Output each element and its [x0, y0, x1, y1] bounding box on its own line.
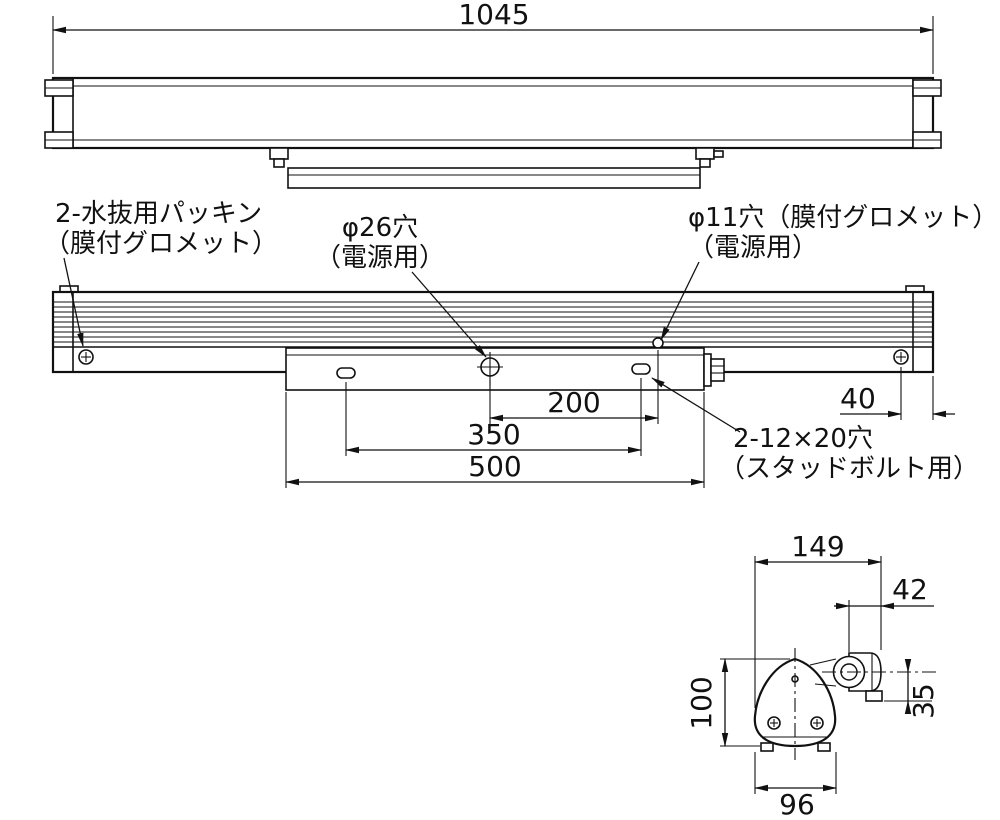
mount-fitting-left — [269, 147, 289, 160]
dim-350-value: 350 — [467, 418, 520, 451]
dim-149-value: 149 — [791, 530, 844, 563]
front-view: 200 350 500 40 2-水抜用パッキン （膜付グロメット） φ26穴 — [44, 199, 998, 488]
label-drain-packing-line2: （膜付グロメット） — [44, 229, 278, 259]
dim-100: 100 — [685, 658, 790, 747]
drain-screw-right — [893, 349, 909, 365]
dome-foot-right — [817, 742, 831, 752]
arm-end-nut — [865, 690, 883, 702]
dim-100-value: 100 — [685, 676, 718, 729]
dim-96-value: 96 — [779, 788, 815, 820]
label-stud-line2: （スタッドボルト用） — [719, 454, 979, 484]
top-view: 1045 — [44, 0, 942, 189]
top-view-mount — [269, 147, 724, 189]
front-annotations: 2-水抜用パッキン （膜付グロメット） φ26穴 （電源用） φ11穴（膜付グロ… — [44, 199, 998, 484]
leader-stud-slot — [651, 377, 741, 433]
label-phi26-line2: （電源用） — [315, 243, 445, 273]
dim-1045-value: 1045 — [458, 0, 529, 31]
mount-fitting-right-bolt — [699, 158, 711, 168]
label-drain-packing-line1: 2-水抜用パッキン — [55, 199, 262, 229]
dim-1045: 1045 — [52, 0, 934, 74]
mount-fitting-right-screw — [713, 150, 724, 158]
dim-35-value: 35 — [907, 683, 940, 719]
dim-96: 96 — [754, 752, 837, 820]
mount-fitting-right — [695, 147, 715, 160]
stud-slot-right — [631, 363, 651, 375]
fixture-body-top — [51, 76, 935, 150]
phi26-hole — [480, 357, 500, 377]
mount-fitting-left-bolt — [273, 158, 285, 168]
label-phi26-line1: φ26穴 — [342, 213, 418, 243]
label-phi11-line1: φ11穴（膜付グロメット） — [688, 203, 998, 233]
label-stud-line1: 2-12×20穴 — [733, 424, 873, 454]
dim-200: 200 — [489, 350, 659, 424]
leader-phi11 — [660, 261, 700, 341]
dim-40: 40 — [840, 367, 955, 420]
bracket-end-bolt — [703, 353, 725, 387]
dim-40-value: 40 — [840, 382, 876, 415]
dome-screw-right — [810, 716, 824, 730]
mount-bracket-top — [287, 167, 701, 189]
stud-slot-left — [336, 367, 356, 379]
dim-42-value: 42 — [892, 573, 928, 606]
leader-phi26 — [411, 271, 487, 358]
dim-200-value: 200 — [547, 386, 600, 419]
front-bracket — [285, 347, 725, 391]
dim-42: 42 — [834, 573, 934, 652]
dim-350: 350 — [345, 378, 642, 456]
side-view: 149 42 100 35 96 — [685, 530, 940, 820]
dim-149: 149 — [754, 530, 882, 708]
dim-35: 35 — [884, 659, 940, 719]
front-view-body — [51, 285, 935, 374]
dim-500: 500 — [285, 392, 705, 488]
dim-500-value: 500 — [468, 450, 521, 483]
dome-screw-left — [767, 716, 781, 730]
label-phi11-line2: （電源用） — [688, 233, 818, 263]
top-view-body — [44, 76, 942, 150]
drain-screw-left — [78, 349, 94, 365]
dome-foot-left — [760, 742, 774, 752]
leader-drain-packing — [63, 257, 84, 347]
